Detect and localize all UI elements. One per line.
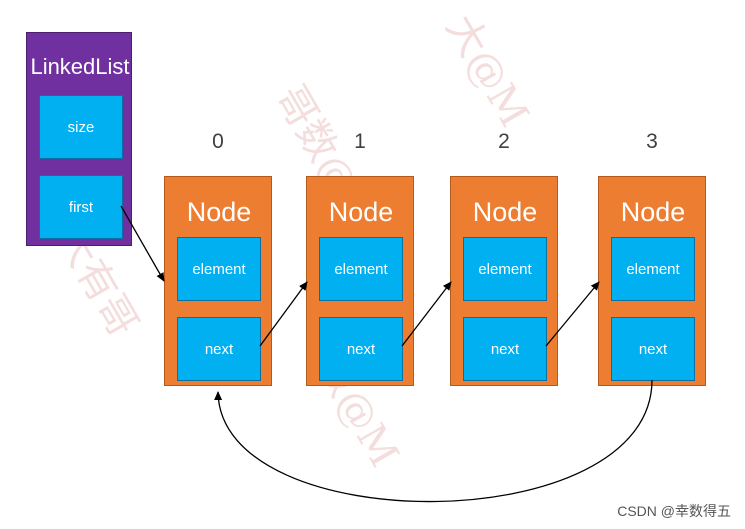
node-element-field: element xyxy=(319,237,403,301)
node-index-0: 0 xyxy=(212,130,224,153)
node-title: Node xyxy=(620,197,686,227)
node-index-3: 3 xyxy=(646,130,658,153)
node-index-1: 1 xyxy=(354,130,366,153)
node-next-field: next xyxy=(319,317,403,381)
first-to-node0-arrow xyxy=(120,205,165,282)
node1-next-arrow xyxy=(401,281,452,347)
node-title: Node xyxy=(472,197,538,227)
node0-next-arrow xyxy=(259,281,308,347)
node2-next-arrow xyxy=(545,281,600,347)
linkedlist-box: LinkedList size first xyxy=(26,32,132,246)
node-title: Node xyxy=(328,197,394,227)
node-3: Node element next xyxy=(598,176,706,386)
size-field: size xyxy=(39,95,123,159)
node-0: Node element next xyxy=(164,176,272,386)
node-next-field: next xyxy=(463,317,547,381)
node-title: Node xyxy=(186,197,252,227)
node-element-field: element xyxy=(463,237,547,301)
node3-to-node0-loop-arrow xyxy=(214,379,653,503)
node-next-field: next xyxy=(611,317,695,381)
csdn-watermark: CSDN @幸数得五 xyxy=(617,503,731,519)
linkedlist-title: LinkedList xyxy=(30,54,130,79)
first-field: first xyxy=(39,175,123,239)
node-element-field: element xyxy=(177,237,261,301)
node-1: Node element next xyxy=(306,176,414,386)
node-next-field: next xyxy=(177,317,261,381)
node-element-field: element xyxy=(611,237,695,301)
node-2: Node element next xyxy=(450,176,558,386)
node-index-2: 2 xyxy=(498,130,510,153)
